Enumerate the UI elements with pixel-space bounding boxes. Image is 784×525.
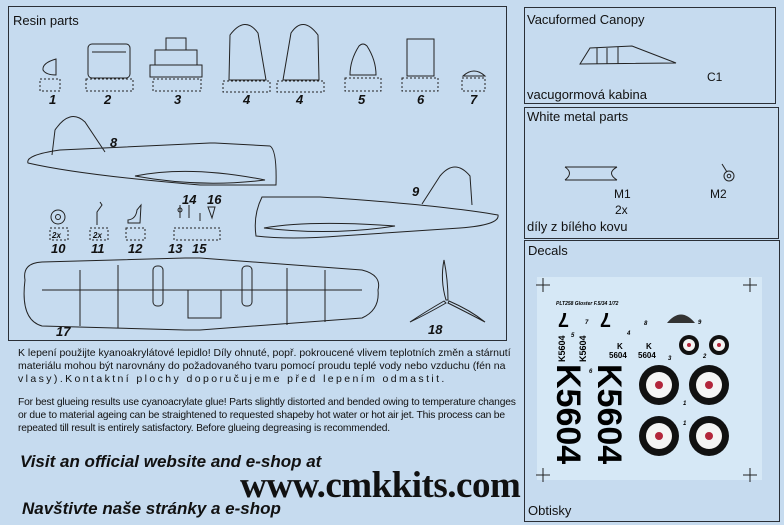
part-label: 5: [358, 92, 366, 107]
decal-serial-k-2: K: [646, 342, 652, 351]
resin-parts-panel: [8, 6, 507, 341]
part-label: 10: [51, 241, 66, 256]
part-label: 16: [207, 192, 222, 207]
website-link[interactable]: www.cmkkits.com: [240, 465, 521, 506]
decal-instrument-panel: [667, 314, 695, 323]
part-label: 4: [295, 92, 304, 107]
part-17-wing: [23, 257, 380, 331]
decal-number: 4: [626, 331, 631, 337]
decals-subtitle: Obtisky: [528, 503, 572, 518]
canopy-subtitle: vacugormová kabina: [527, 87, 647, 102]
part-label: 17: [56, 324, 71, 339]
m1-label: M1: [614, 187, 631, 201]
part-label: 4: [242, 92, 251, 107]
decal-serial-large-2: K5604: [590, 364, 628, 464]
m2-label: M2: [710, 187, 727, 201]
part-12-bracket: [127, 203, 142, 224]
white-metal-panel: [524, 107, 779, 239]
part-label: 14: [182, 192, 197, 207]
decal-serial-large-1: K5604: [549, 364, 587, 464]
roundels: [639, 335, 729, 456]
part-1-spinner: [42, 58, 57, 76]
decal-number: 6: [589, 369, 593, 375]
canopy-panel: [524, 7, 776, 104]
part-4-fin-left: [228, 24, 267, 81]
part-10-wheel: [50, 209, 66, 225]
instructions-czech-line2: vlasy).Kontaktní plochy doporučujeme pře…: [18, 373, 447, 385]
m2-drawing: [723, 170, 735, 182]
part-label: 18: [428, 322, 443, 337]
decals-title: Decals: [528, 243, 568, 258]
part-label: 7: [470, 92, 478, 107]
part-6-panel: [406, 38, 435, 77]
decal-code-left: 7: [558, 308, 569, 330]
decal-serial-num-1: 5604: [609, 351, 627, 360]
white-metal-subtitle: díly z bílého kovu: [527, 219, 628, 234]
part-label: 15: [192, 241, 207, 256]
decal-serial-small-1: K5604: [557, 335, 567, 362]
part-label: 11: [91, 241, 105, 256]
m1-drawing: [565, 166, 617, 181]
part-4-fin-right: [282, 24, 320, 81]
decal-sheet-content: PLT258 Gloster F.5/34 1/72 7 7 K5604 K56…: [536, 278, 757, 482]
m1-quantity: 2x: [615, 203, 628, 217]
part-label: 8: [110, 135, 118, 150]
part-3-engine-mount: [149, 64, 203, 78]
decal-code-right: 7: [600, 308, 611, 330]
decal-number: 5: [571, 333, 575, 339]
part-8-fuselage-half: [27, 142, 277, 186]
decal-number: 9: [698, 320, 702, 326]
decal-sheet-header: PLT258 Gloster F.5/34 1/72: [556, 301, 619, 307]
part-label: 6: [417, 92, 425, 107]
decal-number: 1: [683, 401, 687, 407]
part-label: 12: [128, 241, 143, 256]
canopy-c1-drawing: [579, 45, 677, 65]
part-16: [207, 206, 216, 220]
resin-parts-title: Resin parts: [13, 13, 79, 28]
decal-serial-k-1: K: [617, 342, 623, 351]
part-placeholders: [39, 77, 486, 241]
decal-number: 3: [668, 356, 672, 362]
canopy-title: Vacuformed Canopy: [527, 12, 645, 27]
instructions-czech: K lepení použijte kyanoakrylátové lepidl…: [18, 347, 516, 386]
part-label: 3: [174, 92, 182, 107]
visit-text-czech: Navštivte naše stránky a e-shop: [22, 499, 281, 518]
registration-marks: [536, 278, 757, 482]
decal-serial-small-2: K5604: [578, 335, 588, 362]
qty-label: 2x: [92, 231, 102, 240]
part-9-fin: [421, 166, 473, 206]
part-label: 1: [49, 92, 56, 107]
decal-number: 8: [644, 321, 648, 327]
decal-number: 7: [585, 320, 589, 326]
decals-panel: [524, 240, 780, 522]
instructions-czech-line1: K lepení použijte kyanoakrylátové lepidl…: [18, 347, 511, 372]
part-9-fuselage-half: [254, 196, 499, 239]
canopy-part-label: C1: [707, 70, 723, 84]
white-metal-title: White metal parts: [527, 109, 629, 124]
part-5-seat: [349, 43, 377, 76]
decal-number: 1: [683, 421, 687, 427]
instructions-english: For best glueing results use cyanoacryla…: [18, 397, 516, 434]
part-label: 13: [168, 241, 183, 256]
part-8-fin: [51, 116, 106, 156]
qty-label: 2x: [51, 231, 61, 240]
decal-serial-num-2: 5604: [638, 351, 656, 360]
part-2-engine: [87, 43, 131, 79]
part-label: 2: [103, 92, 112, 107]
part-label: 9: [412, 184, 420, 199]
part-18-propeller: [409, 259, 486, 323]
part-7-dome: [461, 70, 487, 77]
decal-number: 2: [702, 354, 707, 360]
visit-text: Visit an official website and e-shop at: [20, 452, 322, 471]
part-11-strut: [96, 201, 103, 225]
